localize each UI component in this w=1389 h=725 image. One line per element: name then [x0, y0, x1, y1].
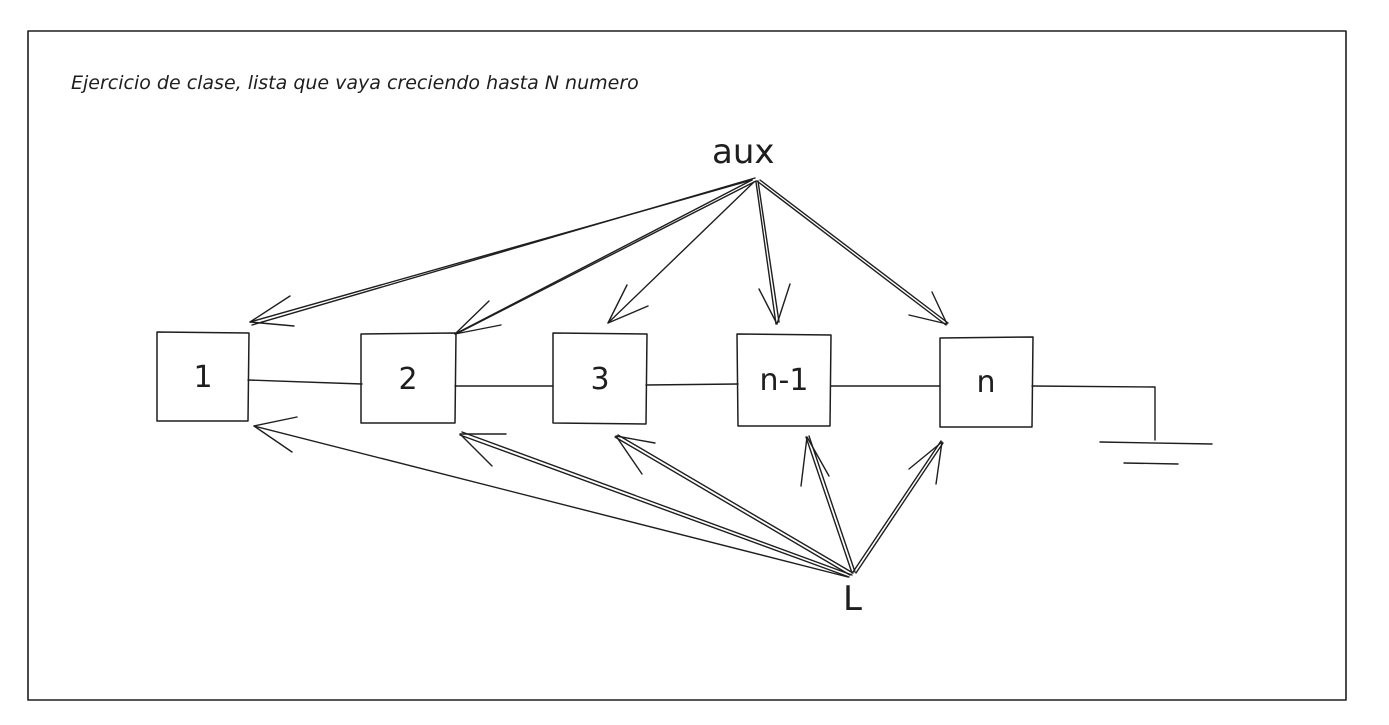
link-n-null: [1031, 385, 1156, 441]
head-arrow-to-node-n-1: [800, 435, 856, 574]
aux-arrow-to-node-n: [756, 179, 949, 326]
list-node: 1: [156, 331, 250, 422]
diagram-title: Ejercicio de clase, lista que vaya creci…: [71, 72, 639, 94]
head-arrow-to-node-1: [253, 416, 849, 578]
aux-arrow-to-node-2: [454, 179, 757, 335]
aux-arrow-to-node-n-1: [755, 180, 791, 325]
node-label: n: [976, 365, 995, 400]
aux-arrow-to-node-1: [249, 177, 756, 327]
link-3-n1: [645, 383, 739, 386]
list-node: 3: [552, 332, 648, 425]
head-arrow-to-node-n: [852, 440, 944, 574]
list-node: n: [939, 336, 1034, 428]
link-1-2: [247, 379, 363, 385]
aux-arrows: [249, 177, 949, 335]
aux-arrow-to-node-3: [607, 181, 755, 324]
list-node: 2: [360, 332, 457, 424]
head-arrow-to-node-3: [614, 434, 854, 576]
node-links: [247, 379, 1156, 441]
null-ground-symbol: [1099, 441, 1213, 465]
frame-border: [27, 30, 1347, 701]
aux-pointer-label: aux: [712, 132, 775, 172]
head-arrows: [253, 416, 944, 578]
head-arrow-to-node-2: [459, 431, 853, 578]
node-label: 2: [398, 362, 417, 397]
node-label: 1: [193, 360, 212, 395]
list-node: n-1: [736, 333, 832, 427]
node-label: n-1: [760, 363, 809, 398]
node-label: 3: [590, 362, 609, 397]
head-pointer-label: L: [843, 579, 862, 619]
